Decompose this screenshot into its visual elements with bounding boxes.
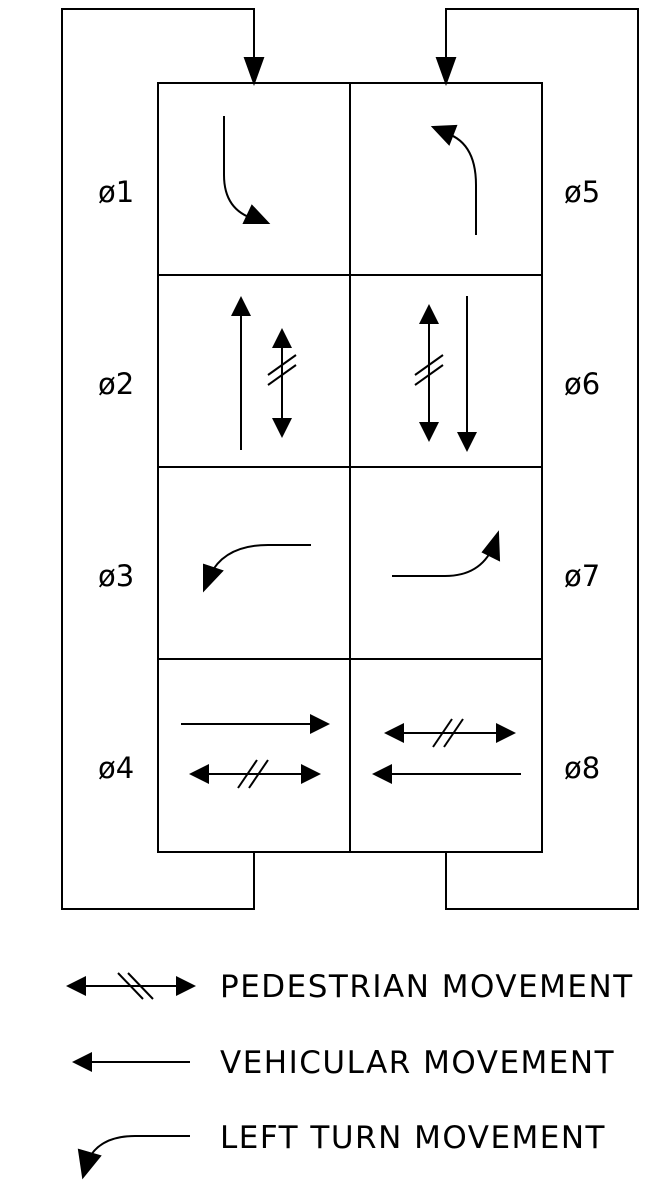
ring-1-loop [61,8,265,910]
phase-label-3: ø3 [98,559,134,593]
ring-2-return-path [445,8,639,910]
phase-label-2: ø2 [98,367,134,401]
pedestrian-movement-icon [66,972,196,1000]
phase-8-through-and-pedestrian-icon [372,718,521,784]
phase-5-left-turn-arrow-icon [430,124,477,235]
phase-label-1: ø1 [98,175,134,209]
ring-2-loop [435,8,639,910]
legend-label-left-turn: LEFT TURN MOVEMENT [220,1120,606,1156]
legend-label-vehicular: VEHICULAR MOVEMENT [220,1045,615,1081]
phase-4-through-and-pedestrian-icon [181,714,330,789]
ring-2-entry-arrowhead [435,57,457,86]
phase-label-6: ø6 [564,367,600,401]
phase-7-left-turn-arrow-icon [392,530,501,577]
phase-labels: ø1 ø2 ø3 ø4 ø5 ø6 ø7 ø8 [98,175,600,785]
legend: PEDESTRIAN MOVEMENT VEHICULAR MOVEMENT L… [220,969,634,1156]
ring-1-return-path [61,8,255,910]
ring-1-entry-arrowhead [243,57,265,86]
phase-grid [157,82,543,853]
legend-label-pedestrian: PEDESTRIAN MOVEMENT [220,969,634,1005]
phase-1-left-turn-arrow-icon [223,116,271,224]
phase-label-5: ø5 [564,175,600,209]
phase-label-7: ø7 [564,559,600,593]
phase-6-through-and-pedestrian-icon [414,296,477,452]
phase-3-left-turn-arrow-icon [203,544,311,593]
phase-label-4: ø4 [98,751,134,785]
phase-label-8: ø8 [564,751,600,785]
phase-2-through-and-pedestrian-icon [231,296,297,450]
left-turn-movement-icon [77,1135,190,1180]
